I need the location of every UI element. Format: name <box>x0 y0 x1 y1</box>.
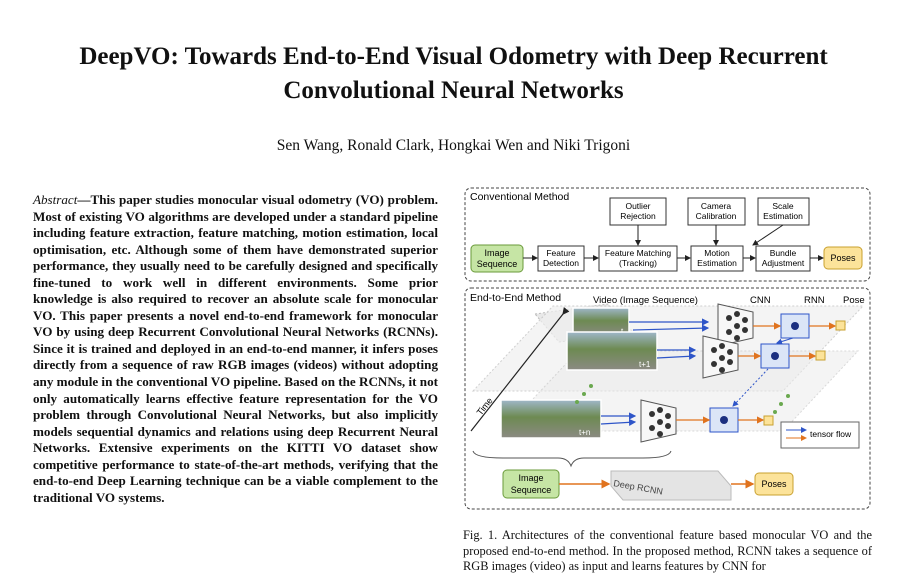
camera-calibration-box: Camera Calibration <box>687 197 746 226</box>
sequence-brace <box>472 450 672 468</box>
tensor-flow-arrows <box>676 322 837 424</box>
end-to-end-panel <box>464 287 871 510</box>
title-line-2: Convolutional Neural Networks <box>283 77 624 104</box>
bundle-adjustment-box: Bundle Adjustment <box>755 245 811 272</box>
svg-text:Adjustment: Adjustment <box>762 258 805 268</box>
recurrent-arrows <box>732 337 794 407</box>
paper-title: DeepVO: Towards End-to-End Visual Odomet… <box>0 40 907 108</box>
time-label: Time <box>475 396 495 418</box>
feature-matching-box: Feature Matching (Tracking) <box>598 245 678 272</box>
svg-text:Scale: Scale <box>772 201 794 211</box>
conv-image-sequence-box: Image Sequence <box>470 244 524 273</box>
legend: tensor flow <box>780 421 860 449</box>
svg-text:Feature Matching: Feature Matching <box>605 248 671 258</box>
svg-text:Feature: Feature <box>546 248 576 258</box>
svg-text:tensor flow: tensor flow <box>810 429 852 439</box>
e2e-image-sequence-box: Image Sequence <box>502 469 560 499</box>
frame-tn: t+n <box>500 399 602 439</box>
pose-outputs <box>763 320 846 426</box>
svg-text:Outlier: Outlier <box>625 201 650 211</box>
rnn-label: RNN <box>804 295 825 306</box>
abstract-label: Abstract <box>33 192 78 207</box>
sequence-dots <box>575 384 790 414</box>
conv-poses-box: Poses <box>823 246 863 270</box>
title-line-1: DeepVO: Towards End-to-End Visual Odomet… <box>79 43 828 70</box>
svg-text:Poses: Poses <box>761 479 787 489</box>
cnn-modules <box>640 303 754 443</box>
svg-text:Estimation: Estimation <box>697 258 737 268</box>
end-to-end-label: End-to-End Method <box>470 292 561 304</box>
svg-text:Sequence: Sequence <box>477 259 518 269</box>
video-label: Video (Image Sequence) <box>593 295 698 306</box>
svg-text:t+1: t+1 <box>639 360 651 369</box>
motion-estimation-box: Motion Estimation <box>690 245 744 272</box>
e2e-poses-box: Poses <box>754 472 794 496</box>
frame-t1: t+1 <box>566 331 658 371</box>
svg-text:Image: Image <box>518 473 543 483</box>
figure-diagram: Conventional Method Image Sequence Featu… <box>464 187 871 510</box>
figure-caption: Fig. 1. Architectures of the conventiona… <box>463 528 872 573</box>
outlier-rejection-box: Outlier Rejection <box>609 197 667 226</box>
time-axis <box>470 307 570 432</box>
abstract-text: This paper studies monocular visual odom… <box>33 192 438 505</box>
authors: Sen Wang, Ronald Clark, Hongkai Wen and … <box>276 137 631 154</box>
abstract-dash: — <box>77 192 91 207</box>
conventional-panel <box>464 187 871 282</box>
svg-text:t+n: t+n <box>579 428 590 437</box>
cnn-label: CNN <box>750 295 771 306</box>
abstract: Abstract—This paper studies monocular vi… <box>33 192 438 506</box>
svg-text:Rejection: Rejection <box>620 211 656 221</box>
scale-estimation-box: Scale Estimation <box>757 197 810 226</box>
svg-text:(Tracking): (Tracking) <box>619 258 657 268</box>
figure-1: Conventional Method Image Sequence Featu… <box>463 186 875 511</box>
svg-text:Estimation: Estimation <box>763 211 803 221</box>
svg-text:Sequence: Sequence <box>511 485 552 495</box>
svg-text:Poses: Poses <box>830 253 856 263</box>
svg-text:Image: Image <box>484 248 509 258</box>
pose-label: Pose <box>843 295 865 306</box>
conventional-arrows <box>523 224 824 261</box>
conventional-label: Conventional Method <box>470 191 569 203</box>
svg-text:Detection: Detection <box>543 258 579 268</box>
svg-text:Motion: Motion <box>704 248 730 258</box>
input-arrows <box>600 318 710 426</box>
svg-text:Camera: Camera <box>701 201 732 211</box>
svg-text:Bundle: Bundle <box>770 248 797 258</box>
deep-rcnn-box: Deep RCNN <box>610 470 732 501</box>
feature-detection-box: Feature Detection <box>537 245 585 272</box>
svg-text:Calibration: Calibration <box>696 211 737 221</box>
